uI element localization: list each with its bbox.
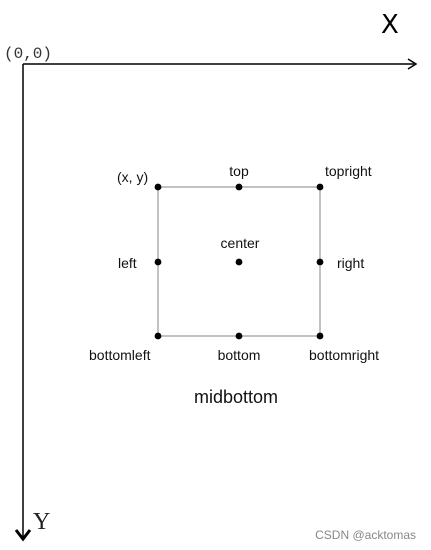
anchor-dot-right bbox=[316, 258, 324, 266]
anchor-dot-top bbox=[235, 183, 243, 191]
anchor-label-top-left: (x, y) bbox=[117, 169, 148, 185]
anchor-dot-bottom-right bbox=[316, 332, 324, 340]
anchor-label-bottom-left: bottomleft bbox=[89, 347, 151, 363]
anchor-dot-top-right bbox=[316, 183, 324, 191]
anchor-label-right: right bbox=[337, 255, 364, 271]
anchor-label-top-right: topright bbox=[325, 163, 372, 179]
anchor-dot-top-left bbox=[154, 183, 162, 191]
caption-label: midbottom bbox=[194, 387, 278, 407]
anchor-dot-bottom-left bbox=[154, 332, 162, 340]
anchor-dot-left bbox=[154, 258, 162, 266]
x-axis-label: X bbox=[381, 10, 399, 40]
anchor-label-center: center bbox=[221, 235, 260, 251]
origin-label: (0,0) bbox=[4, 45, 52, 63]
anchor-label-bottom: bottom bbox=[218, 347, 261, 363]
y-axis-arrow-icon bbox=[14, 529, 32, 542]
anchor-label-bottom-right: bottomright bbox=[309, 347, 379, 363]
anchor-dot-center bbox=[235, 258, 243, 266]
watermark-label: CSDN @acktomas bbox=[315, 528, 416, 542]
anchor-label-top: top bbox=[229, 163, 249, 179]
anchor-dot-bottom bbox=[235, 332, 243, 340]
x-axis-arrow-icon bbox=[407, 58, 418, 70]
anchor-label-left: left bbox=[118, 255, 137, 271]
y-axis-label: Y bbox=[33, 509, 50, 535]
